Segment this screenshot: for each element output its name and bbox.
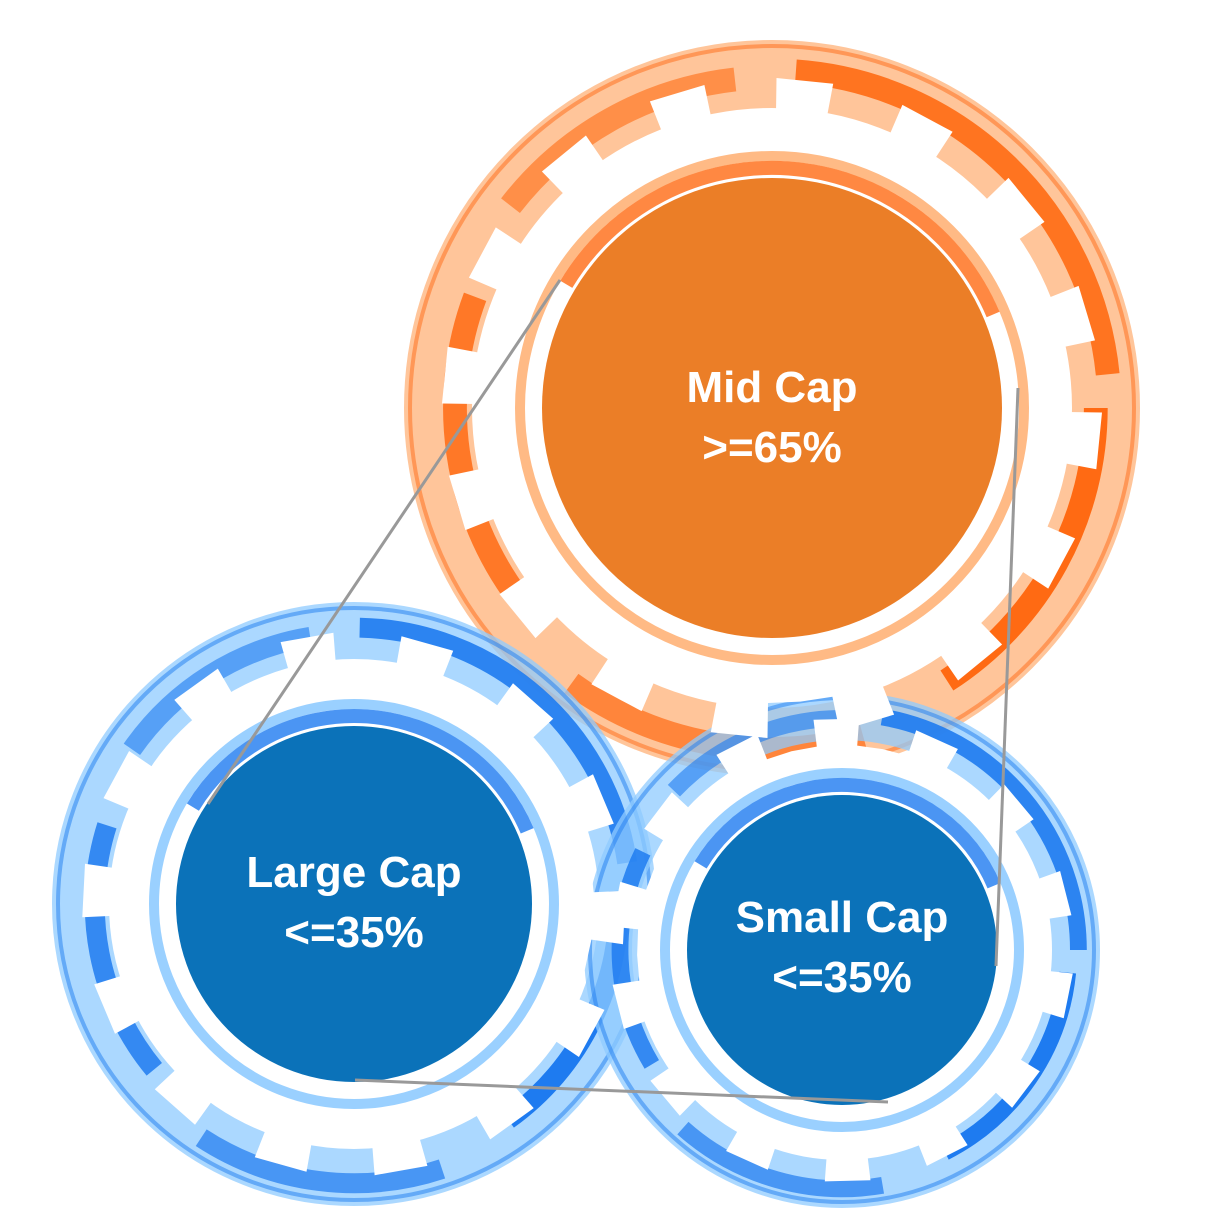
gear-small-cap: Small Cap <=35% [736,893,949,1002]
mid-cap-value: >=65% [702,423,841,472]
small-cap-core-arc [694,777,1001,889]
large-cap-ring-arc [84,822,162,1076]
connector-lines [206,279,1020,1104]
small-cap-ring-arc [611,848,660,1069]
mid-cap-ring-arc [501,67,737,213]
large-cap-title: Large Cap [246,848,461,897]
mid-cap-title: Mid Cap [686,363,857,412]
small-cap-core [687,795,997,1105]
mid-cap-core-arc [560,160,1000,318]
small-cap-core-halo [660,768,1024,1132]
large-cap-ring-arc [195,1129,446,1194]
large-cap-ring-arc [359,617,638,865]
large-cap-core [176,726,532,1082]
mid-cap-ring-arc [795,59,1120,376]
mid-cap-ring-arc [443,292,528,605]
small-cap-value: <=35% [772,953,911,1002]
mid-cap-core [542,178,1002,638]
large-cap-core-arc [186,709,534,834]
gear-large-cap: Large Cap <=35% [246,848,461,957]
small-cap-ring-arc [677,1121,885,1198]
small-cap-title: Small Cap [736,893,949,942]
small-cap-ring-arc [880,708,1087,951]
gear-mid-cap: Mid Cap >=65% [686,363,857,472]
connector-line [994,387,1020,967]
gear-cores [82,78,1102,1182]
connector-line [206,279,562,805]
mid-cap-core-halo [515,151,1029,665]
large-cap-value: <=35% [284,908,423,957]
connector-line [354,1078,889,1104]
large-cap-core-halo [149,699,559,1109]
